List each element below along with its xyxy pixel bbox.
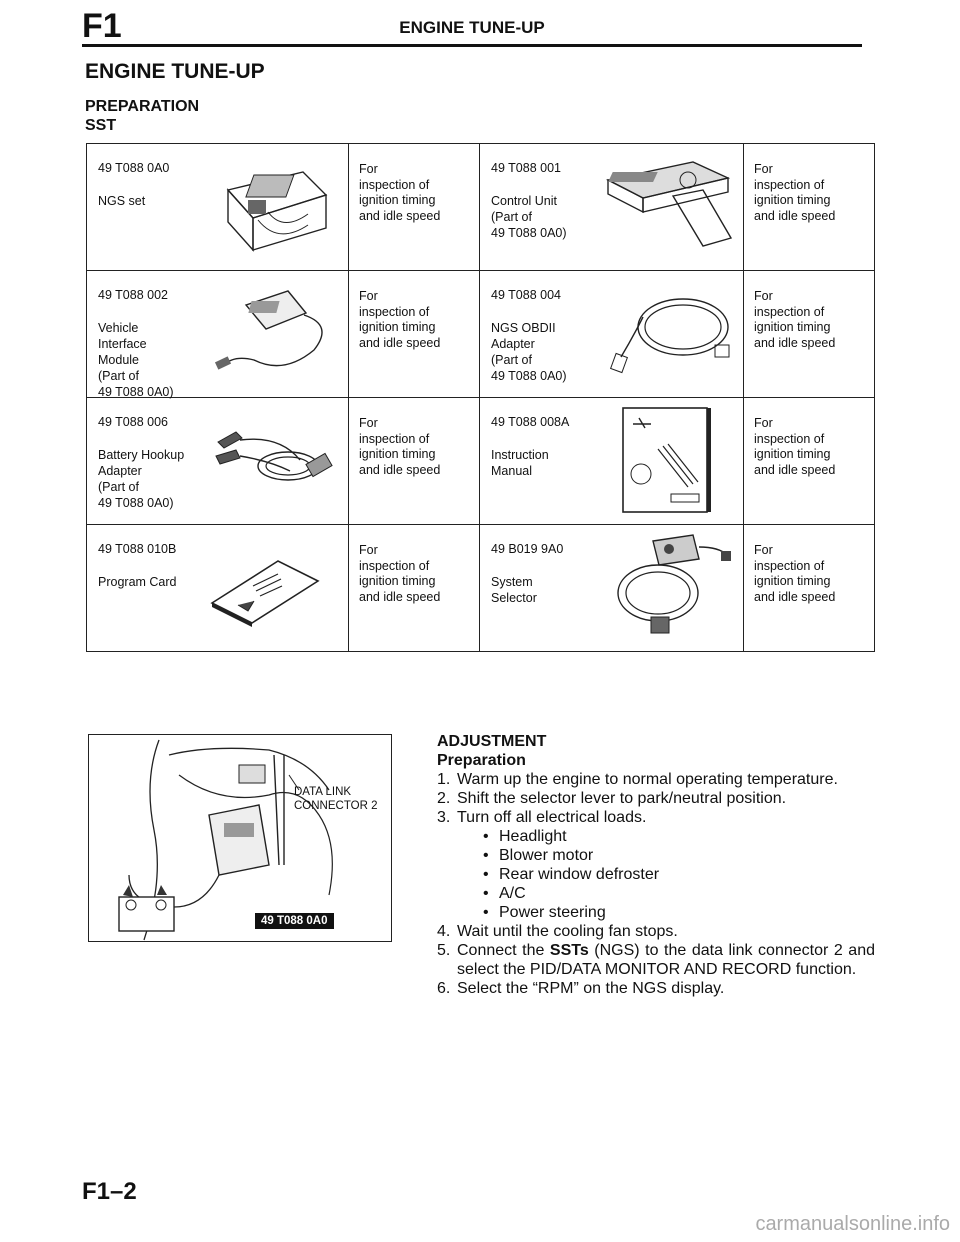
page-title: ENGINE TUNE-UP: [85, 60, 265, 83]
page-number: F1–2: [82, 1178, 137, 1205]
watermark: carmanualsonline.info: [755, 1213, 950, 1235]
connection-figure: DATA LINK CONNECTOR 2 49 T088 0A0: [88, 734, 392, 942]
adjustment-section: ADJUSTMENT Preparation 1.Warm up the eng…: [437, 732, 875, 998]
list-item: 2.Shift the selector lever to park/neutr…: [437, 790, 787, 807]
tool-code: 49 T088 008A: [491, 415, 570, 429]
list-item: Blower motor: [483, 846, 875, 865]
tool-name: Vehicle Interface Module (Part of 49 T08…: [98, 321, 174, 399]
preparation-subheading: Preparation: [437, 752, 526, 769]
list-item: 1.Warm up the engine to normal operating…: [437, 771, 838, 788]
tool-code: 49 B019 9A0: [491, 542, 564, 556]
list-item: Headlight: [483, 827, 875, 846]
tool-code: 49 T088 006: [98, 415, 168, 429]
tool-purpose: For inspection of ignition timing and id…: [359, 416, 441, 477]
section-id: F1: [82, 7, 122, 45]
ngs-connection-illustration: [118, 739, 333, 941]
sst-heading: SST: [85, 117, 117, 134]
tool-purpose: For inspection of ignition timing and id…: [359, 543, 441, 604]
tool-cell: 49 T088 001 Control Unit (Part of 49 T08…: [480, 144, 743, 270]
tool-code: 49 T088 010B: [98, 542, 177, 556]
tool-code: 49 T088 001: [491, 161, 561, 175]
tool-name: Battery Hookup Adapter (Part of 49 T088 …: [98, 448, 185, 510]
preparation-heading: PREPARATION: [85, 98, 200, 115]
tool-purpose: For inspection of ignition timing and id…: [359, 289, 441, 350]
tool-name: System Selector: [491, 575, 537, 605]
battery-hookup-adapter-illustration: [215, 431, 333, 481]
page-header: F1 ENGINE TUNE-UP: [82, 6, 862, 47]
list-item: 5.Connect the SSTs (NGS) to the data lin…: [437, 942, 875, 978]
program-card-illustration: [210, 560, 320, 627]
tool-code: 49 T088 002: [98, 288, 168, 302]
table-row: 49 T088 010B Program Card For inspection…: [86, 524, 875, 652]
tool-cell: 49 T088 002 Vehicle Interface Module (Pa…: [87, 271, 348, 399]
sst-table: 49 T088 0A0 NGS set For inspection of ig…: [86, 143, 875, 652]
vehicle-interface-module-illustration: [214, 290, 323, 370]
tool-name: NGS OBDII Adapter (Part of 49 T088 0A0): [491, 321, 567, 383]
tool-cell: 49 T088 0A0 NGS set: [87, 144, 348, 270]
ngs-set-illustration: [226, 171, 328, 252]
table-row: 49 T088 006 Battery Hookup Adapter (Part…: [86, 397, 875, 525]
adjustment-steps: 1.Warm up the engine to normal operating…: [437, 770, 875, 998]
tool-cell: 49 T088 004 NGS OBDII Adapter (Part of 4…: [480, 271, 743, 397]
electrical-loads-list: Headlight Blower motor Rear window defro…: [457, 827, 875, 922]
list-item: 3.Turn off all electrical loads. Headlig…: [437, 808, 875, 922]
system-selector-illustration: [617, 534, 731, 634]
list-item: 4.Wait until the cooling fan stops.: [437, 923, 678, 940]
tool-purpose: For inspection of ignition timing and id…: [754, 162, 836, 223]
tool-purpose: For inspection of ignition timing and id…: [754, 289, 836, 350]
tool-cell: 49 B019 9A0 System Selector: [480, 525, 743, 651]
tool-purpose: For inspection of ignition timing and id…: [754, 416, 836, 477]
tool-code: 49 T088 004: [491, 288, 561, 302]
tool-code: 49 T088 0A0: [98, 161, 170, 175]
tool-purpose: For inspection of ignition timing and id…: [754, 543, 836, 604]
tool-name: Program Card: [98, 575, 177, 589]
tool-cell: 49 T088 008A Instruction Manual: [480, 398, 743, 524]
table-row: 49 T088 002 Vehicle Interface Module (Pa…: [86, 270, 875, 399]
tool-label-badge: 49 T088 0A0: [255, 913, 334, 929]
adjustment-heading: ADJUSTMENT: [437, 733, 547, 750]
tool-name: NGS set: [98, 194, 146, 208]
instruction-manual-illustration: [622, 407, 711, 513]
list-item: Rear window defroster: [483, 865, 875, 884]
tool-name: Control Unit (Part of 49 T088 0A0): [491, 194, 567, 240]
tool-name: Instruction Manual: [491, 448, 549, 478]
data-link-connector-callout: DATA LINK CONNECTOR 2: [294, 786, 378, 812]
tool-cell: 49 T088 006 Battery Hookup Adapter (Part…: [87, 398, 348, 524]
tool-cell: 49 T088 010B Program Card: [87, 525, 348, 651]
running-title: ENGINE TUNE-UP: [399, 18, 545, 37]
list-item: Power steering: [483, 903, 875, 922]
obd-adapter-illustration: [609, 298, 730, 374]
control-unit-illustration: [605, 161, 733, 247]
table-row: 49 T088 0A0 NGS set For inspection of ig…: [86, 143, 875, 271]
list-item: 6.Select the “RPM” on the NGS display.: [437, 980, 725, 997]
list-item: A/C: [483, 884, 875, 903]
tool-purpose: For inspection of ignition timing and id…: [359, 162, 441, 223]
